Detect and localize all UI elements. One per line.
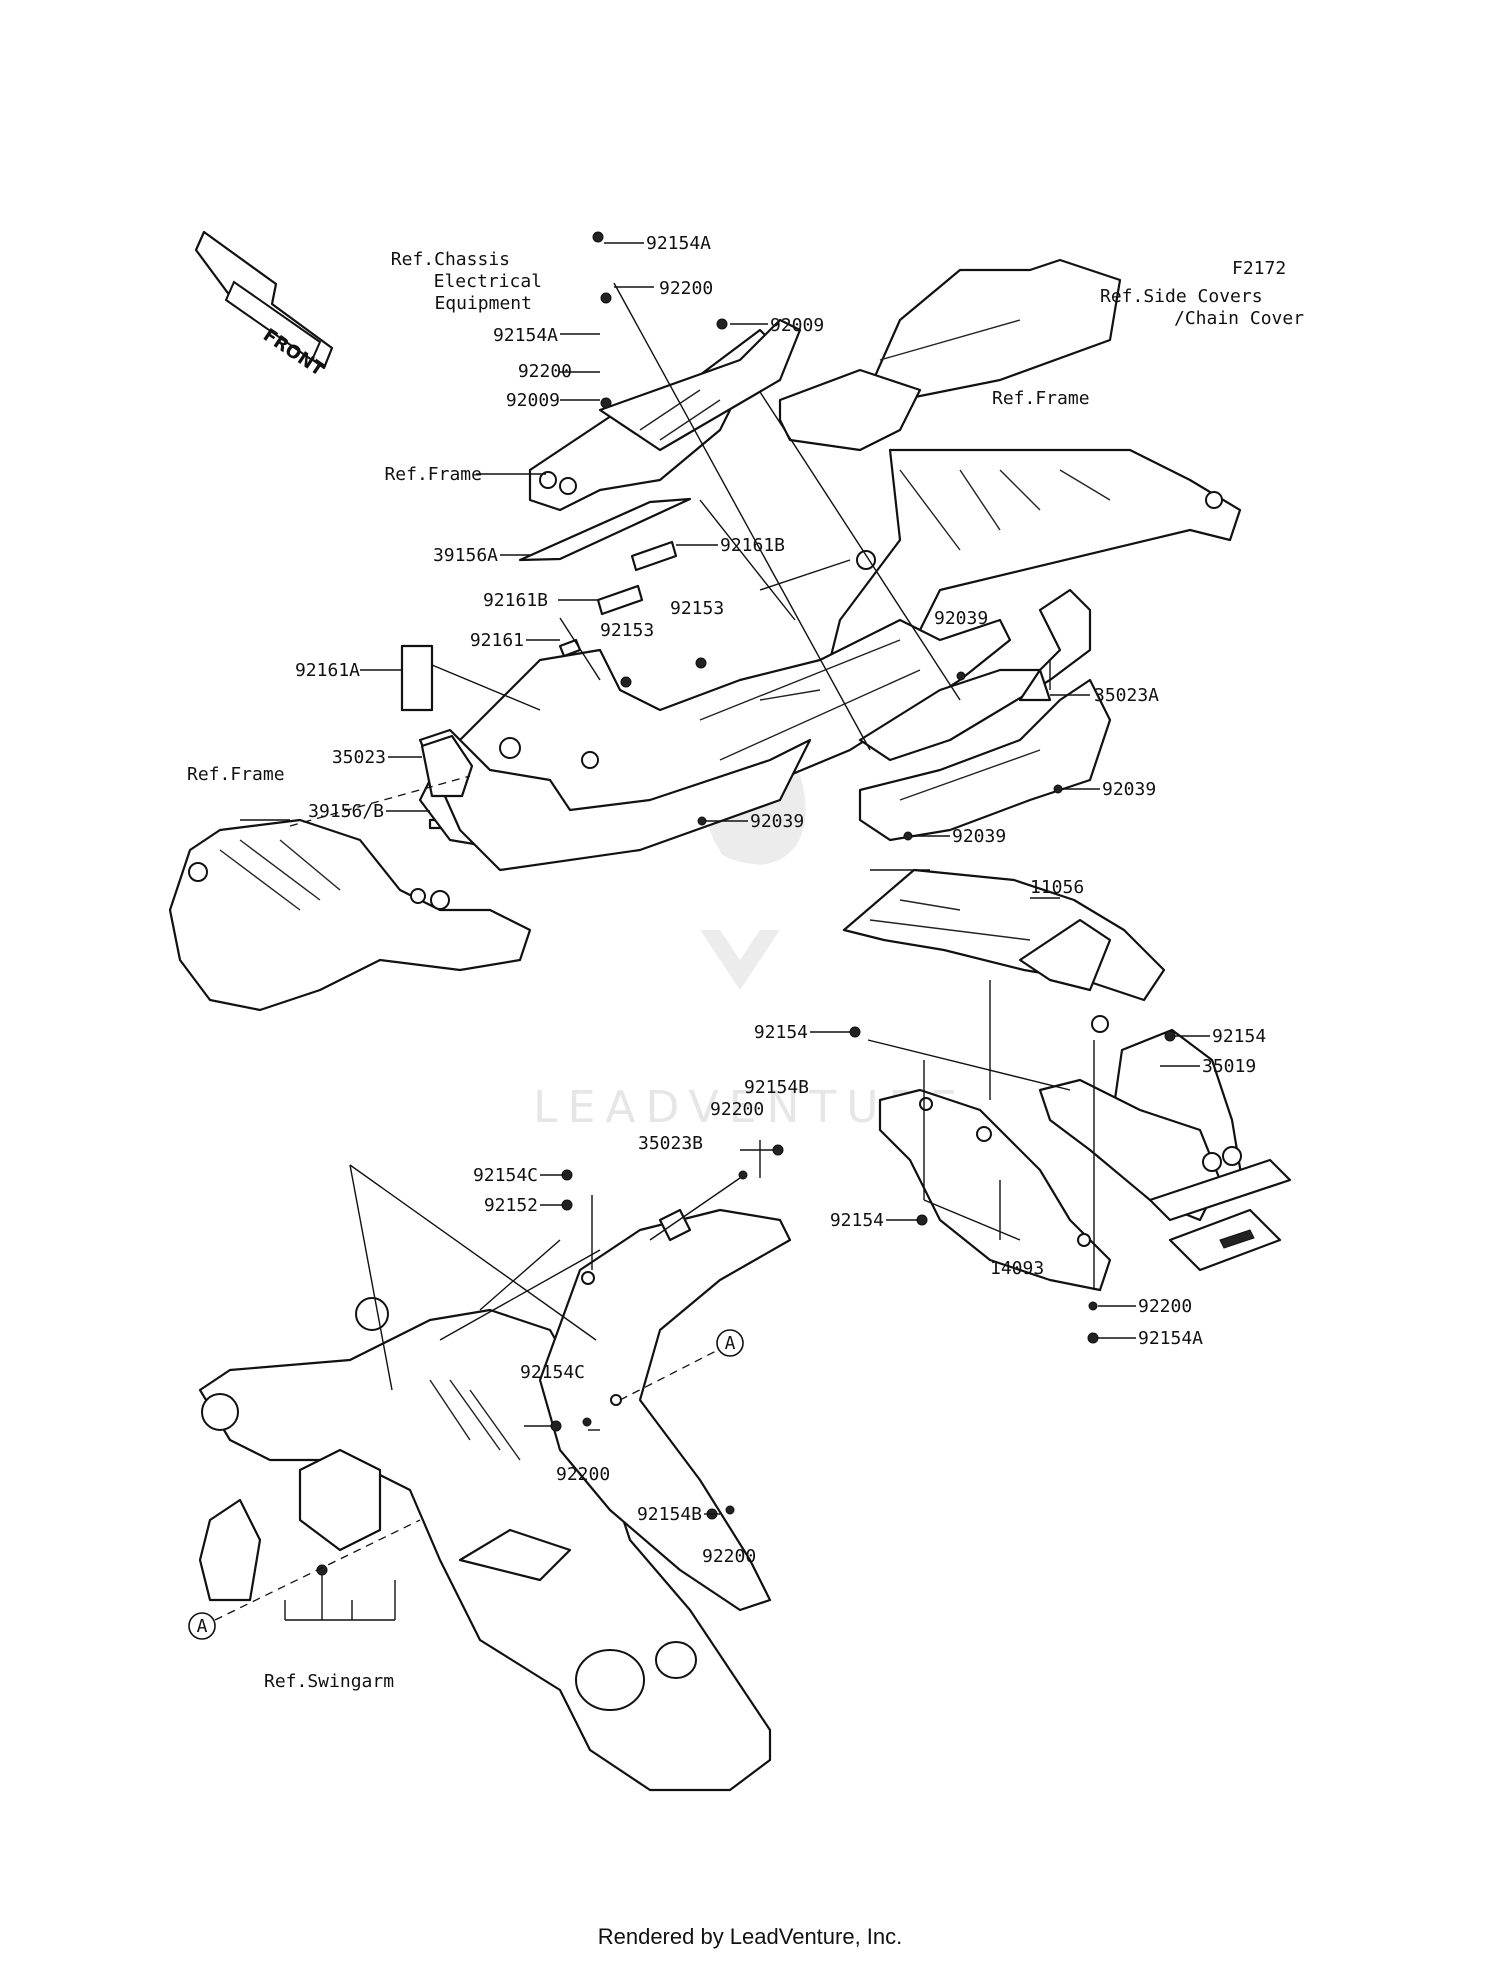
dashed-line-frame — [289, 775, 471, 827]
diagram-code: F2172 — [1232, 258, 1286, 279]
callout-a-lower: A — [188, 1612, 216, 1640]
label-14093: 14093 — [990, 1258, 1044, 1279]
ref-side-covers-line2: /Chain Cover — [1174, 308, 1304, 329]
assembly-lines — [349, 282, 1095, 1431]
label-92039-left: 92039 — [750, 811, 804, 832]
label-92153-left: 92153 — [600, 620, 654, 641]
swingarm-part — [198, 1297, 772, 1792]
rear-fender-11056 — [842, 868, 1166, 1033]
ref-frame-lower-left: Ref.Frame — [187, 764, 285, 785]
rear-undertray-part — [418, 588, 1092, 872]
ref-frame-right: Ref.Frame — [992, 388, 1090, 409]
label-92153-right: 92153 — [670, 598, 724, 619]
label-92200-top: 92200 — [659, 278, 713, 299]
pad-39156a — [518, 497, 692, 562]
label-92009-left: 92009 — [506, 390, 560, 411]
label-92039-low: 92039 — [952, 826, 1006, 847]
label-92154c-top: 92154C — [473, 1165, 538, 1186]
leader-lines — [240, 242, 1210, 1621]
label-92200-mid: 92200 — [710, 1099, 764, 1120]
label-11056: 11056 — [1030, 877, 1084, 898]
label-92200-2: 92200 — [518, 361, 572, 382]
top-bracket-part — [528, 318, 802, 512]
chain-guard-35023b — [538, 1208, 792, 1612]
label-92200-low: 92200 — [556, 1464, 610, 1485]
label-92039-right: 92039 — [1102, 779, 1156, 800]
label-92200-bottom: 92200 — [702, 1546, 756, 1567]
license-bracket-35019 — [1038, 1028, 1292, 1272]
label-92161: 92161 — [470, 630, 524, 651]
label-92154a-top: 92154A — [646, 233, 711, 254]
label-92154b-top: 92154B — [744, 1077, 809, 1098]
svg-text:A: A — [725, 1333, 736, 1354]
label-92154-right: 92154 — [1212, 1026, 1266, 1047]
label-92154a-2: 92154A — [493, 325, 558, 346]
side-cover-part — [778, 258, 1122, 452]
label-92161a: 92161A — [295, 660, 360, 681]
label-92154c-low: 92154C — [520, 1362, 585, 1383]
label-92154-low: 92154 — [830, 1210, 884, 1231]
ref-chassis-line1: Ref.Chassis — [391, 249, 510, 270]
front-arrow-icon: FRONT — [194, 230, 334, 381]
label-92009-right: 92009 — [770, 315, 824, 336]
label-39156b: 39156/B — [308, 801, 384, 822]
frame-left-part — [168, 818, 532, 1012]
label-92039-top: 92039 — [934, 608, 988, 629]
ref-side-covers-line1: Ref.Side Covers — [1100, 286, 1263, 307]
callout-line-a-upper — [619, 1349, 719, 1401]
label-35023: 35023 — [332, 747, 386, 768]
label-92200-right: 92200 — [1138, 1296, 1192, 1317]
label-92154a-bottom: 92154A — [1138, 1328, 1203, 1349]
pad-92161b-upper — [630, 540, 678, 572]
ref-swingarm: Ref.Swingarm — [264, 1671, 394, 1692]
label-92161b-left: 92161B — [483, 590, 548, 611]
ref-chassis-line2: Electrical — [434, 271, 542, 292]
inner-fender-14093 — [878, 1088, 1112, 1292]
ref-chassis-line3: Equipment — [434, 293, 532, 314]
label-39156a: 39156A — [433, 545, 498, 566]
frame-right-part — [828, 448, 1242, 682]
callout-line-a-lower — [214, 1519, 421, 1621]
callout-a-upper: A — [716, 1329, 744, 1357]
pad-92161b-lower — [596, 584, 644, 616]
pad-92161a — [400, 644, 434, 712]
label-35019: 35019 — [1202, 1056, 1256, 1077]
label-92152: 92152 — [484, 1195, 538, 1216]
label-92161b-right: 92161B — [720, 535, 785, 556]
svg-text:A: A — [197, 1616, 208, 1637]
label-92154b-low: 92154B — [637, 1504, 702, 1525]
footer-credit: Rendered by LeadVenture, Inc. — [598, 1924, 903, 1949]
ref-frame-upper-left: Ref.Frame — [384, 464, 482, 485]
label-35023a: 35023A — [1094, 685, 1159, 706]
side-panel-35023a — [858, 668, 1112, 842]
label-92154-left: 92154 — [754, 1022, 808, 1043]
label-35023b: 35023B — [638, 1133, 703, 1154]
